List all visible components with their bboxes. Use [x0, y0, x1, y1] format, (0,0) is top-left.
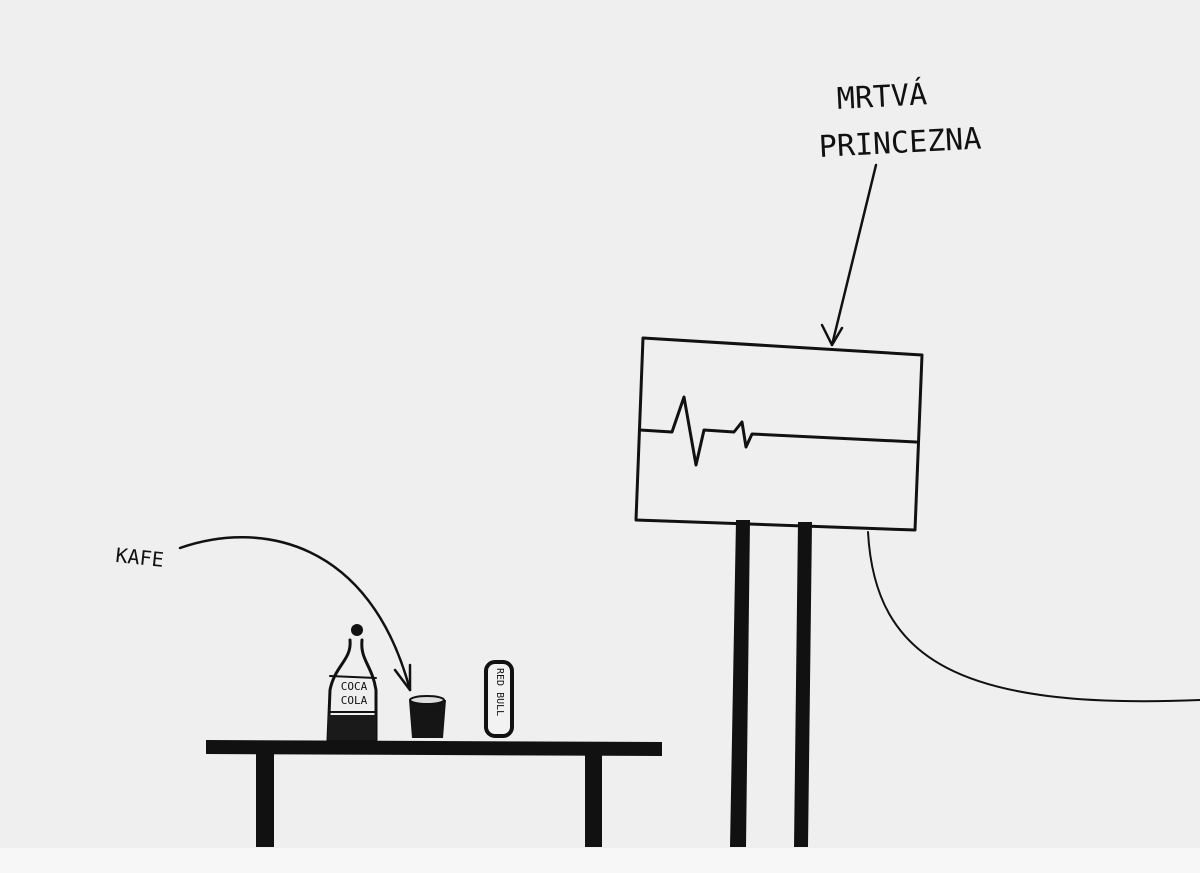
coffee-cup — [409, 695, 446, 738]
bottle-label-line1: COCA — [340, 680, 368, 693]
monitor-stand-right — [794, 522, 812, 847]
red-bull-can — [484, 660, 514, 738]
mrtva-label: MRTVÁ — [836, 77, 929, 117]
table — [206, 740, 662, 847]
coca-cola-bottle — [326, 624, 378, 742]
can-label: RED BULL — [494, 668, 505, 717]
kafe-arrow — [178, 536, 412, 692]
kafe-label: KAFE — [114, 543, 165, 572]
paper-edge — [0, 848, 1200, 873]
power-cable — [867, 531, 1200, 703]
monitor-stand-left — [730, 520, 750, 847]
arrow-head-icon — [393, 663, 412, 692]
bottle-label: COCA COLA — [331, 680, 377, 708]
bottle-label-line2: COLA — [340, 694, 368, 707]
princezna-arrow — [830, 163, 878, 347]
ecg-line — [638, 395, 918, 467]
heart-monitor — [634, 336, 1200, 847]
arrow-head-icon — [820, 323, 844, 347]
